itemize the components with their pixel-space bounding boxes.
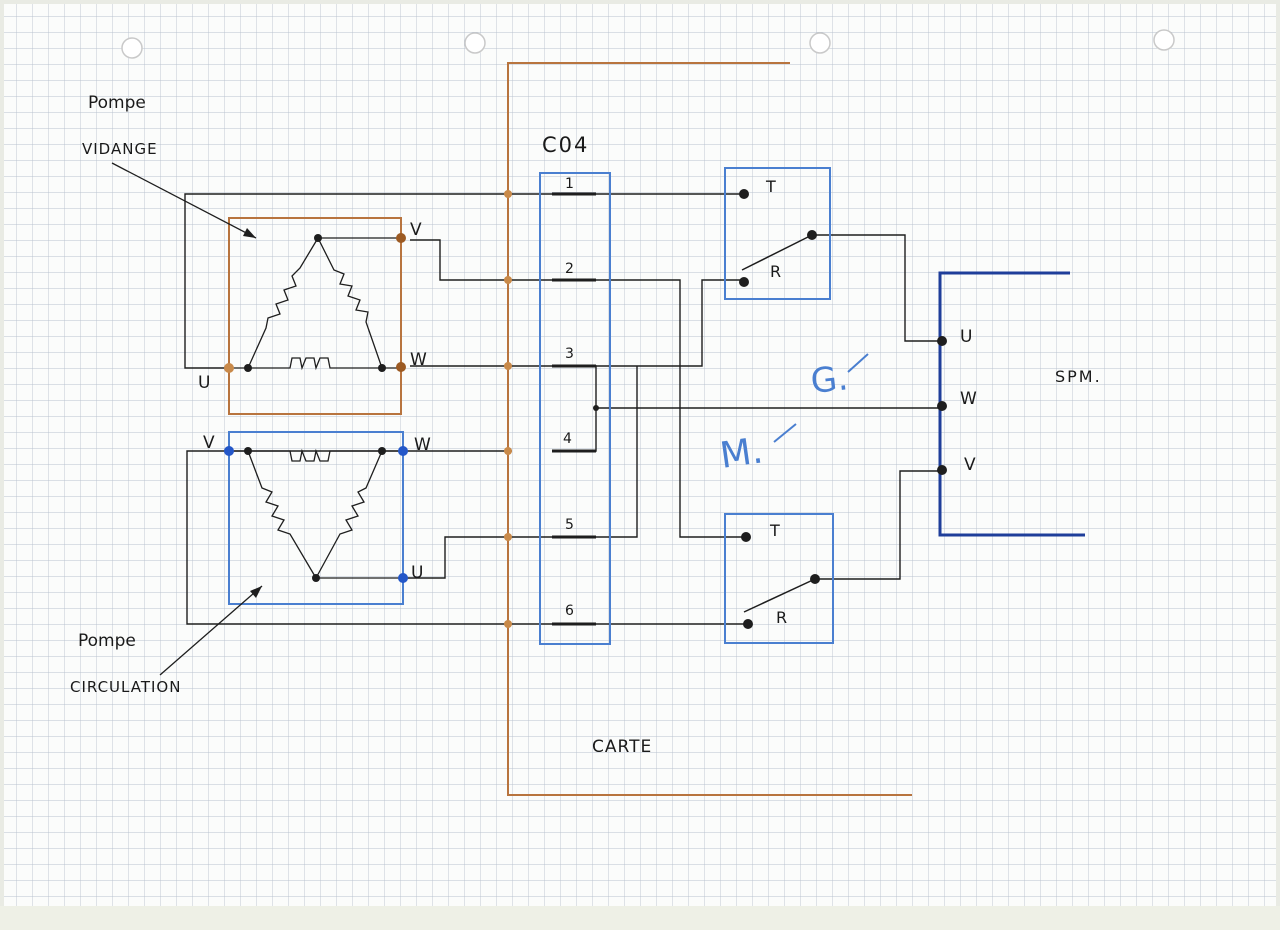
terminal-u-dot <box>224 363 234 373</box>
pompe-circulation-arrow <box>159 585 263 676</box>
spm-w-dot <box>937 401 947 411</box>
entry-dot <box>504 190 512 198</box>
motor-circulation-w-label: W <box>414 435 431 455</box>
relay-top: T R <box>724 167 831 300</box>
motor-circulation-box <box>228 431 404 605</box>
carte-entry-dots <box>504 190 512 628</box>
wire-1 <box>184 193 744 369</box>
wire-5 <box>404 366 638 579</box>
carte-outline <box>507 62 912 796</box>
terminal-dot <box>378 364 386 372</box>
arrow-head-icon <box>243 228 256 238</box>
coil-top <box>248 448 382 462</box>
motor-vidange-v-label: V <box>410 220 422 240</box>
motor-vidange: U V W <box>198 217 427 415</box>
terminal-dot <box>244 447 252 455</box>
binder-hole <box>809 32 831 54</box>
binder-hole <box>1153 29 1175 51</box>
pompe-vidange-arrow <box>111 162 257 239</box>
connector-c04: C04 1 2 3 4 5 6 <box>539 133 611 645</box>
spm-u-label: U <box>960 327 972 347</box>
spm-label: SPM. <box>1055 367 1102 386</box>
relay-bottom-r-contact <box>743 619 753 629</box>
spm-u-dot <box>937 336 947 346</box>
pompe-vidange-label-1: Pompe <box>88 93 146 113</box>
spm-w-label: W <box>960 389 977 409</box>
terminal-dot <box>312 574 320 582</box>
connector-pin-label: 6 <box>565 603 574 619</box>
terminal-v-dot <box>396 233 406 243</box>
entry-dot <box>504 533 512 541</box>
m-mark-tick <box>773 423 797 443</box>
motor-circulation: V W U <box>203 431 431 605</box>
relay-top-switch-blade <box>741 234 813 271</box>
entry-dot <box>504 276 512 284</box>
g-mark: G. <box>809 358 850 402</box>
coil-right <box>315 450 383 579</box>
relay-top-t-label: T <box>765 177 776 196</box>
coil-left <box>247 450 317 579</box>
binder-hole <box>464 32 486 54</box>
terminal-dot <box>244 364 252 372</box>
arrow-head-icon <box>250 586 262 598</box>
connector-pin-label: 1 <box>565 176 574 192</box>
terminal-dot <box>314 234 322 242</box>
wire-relay-bottom-out <box>815 470 942 580</box>
connector-c04-box <box>539 172 611 645</box>
relay-bottom-t-label: T <box>769 521 780 540</box>
carte-label: CARTE <box>592 737 652 757</box>
terminal-v-dot <box>224 446 234 456</box>
g-mark-tick <box>847 353 869 373</box>
motor-vidange-box <box>228 217 402 415</box>
wire-relay-top-out <box>812 234 942 342</box>
motor-vidange-w-label: W <box>410 350 427 370</box>
pompe-vidange-label-2: VIDANGE <box>82 140 158 158</box>
relay-top-r-contact <box>739 277 749 287</box>
junction-dot <box>593 405 599 411</box>
relay-bottom-t-contact <box>741 532 751 542</box>
relay-top-r-label: R <box>770 262 781 281</box>
m-mark: M. <box>718 430 766 477</box>
pompe-circulation-label-1: Pompe <box>78 631 136 651</box>
coil-right <box>317 237 383 369</box>
entry-dot <box>504 620 512 628</box>
relay-bottom-switch-blade <box>743 578 816 613</box>
connector-pin-label: 4 <box>563 431 572 447</box>
entry-dot <box>504 362 512 370</box>
entry-dot <box>504 447 512 455</box>
carte-board <box>507 62 912 796</box>
spm-bus: U W V SPM. <box>937 271 1102 537</box>
terminal-dot <box>378 447 386 455</box>
wire-6 <box>186 450 748 625</box>
terminal-w-dot <box>396 362 406 372</box>
terminal-w-dot <box>398 446 408 456</box>
connector-pin-label: 5 <box>565 517 574 533</box>
relay-bottom: T R <box>724 513 834 644</box>
coil-bottom <box>248 357 382 371</box>
motor-circulation-v-label: V <box>203 433 215 453</box>
bottom-strip <box>0 906 1280 930</box>
connector-c04-title: C04 <box>542 133 589 157</box>
spm-v-label: V <box>964 455 976 475</box>
relay-top-t-contact <box>739 189 749 199</box>
terminal-u-dot <box>398 573 408 583</box>
pompe-circulation-label-2: CIRCULATION <box>70 678 181 696</box>
grid-paper <box>4 4 1276 906</box>
relay-top-box <box>724 167 831 300</box>
coil-left <box>247 237 319 369</box>
binder-holes <box>121 29 1175 59</box>
connector-pin-label: 2 <box>565 261 574 277</box>
motor-circulation-u-label: U <box>411 563 423 583</box>
relay-bottom-box <box>724 513 834 644</box>
binder-hole <box>121 37 143 59</box>
relay-bottom-r-label: R <box>776 608 787 627</box>
connector-pin-label: 3 <box>565 346 574 362</box>
motor-vidange-u-label: U <box>198 373 210 393</box>
spm-v-dot <box>937 465 947 475</box>
